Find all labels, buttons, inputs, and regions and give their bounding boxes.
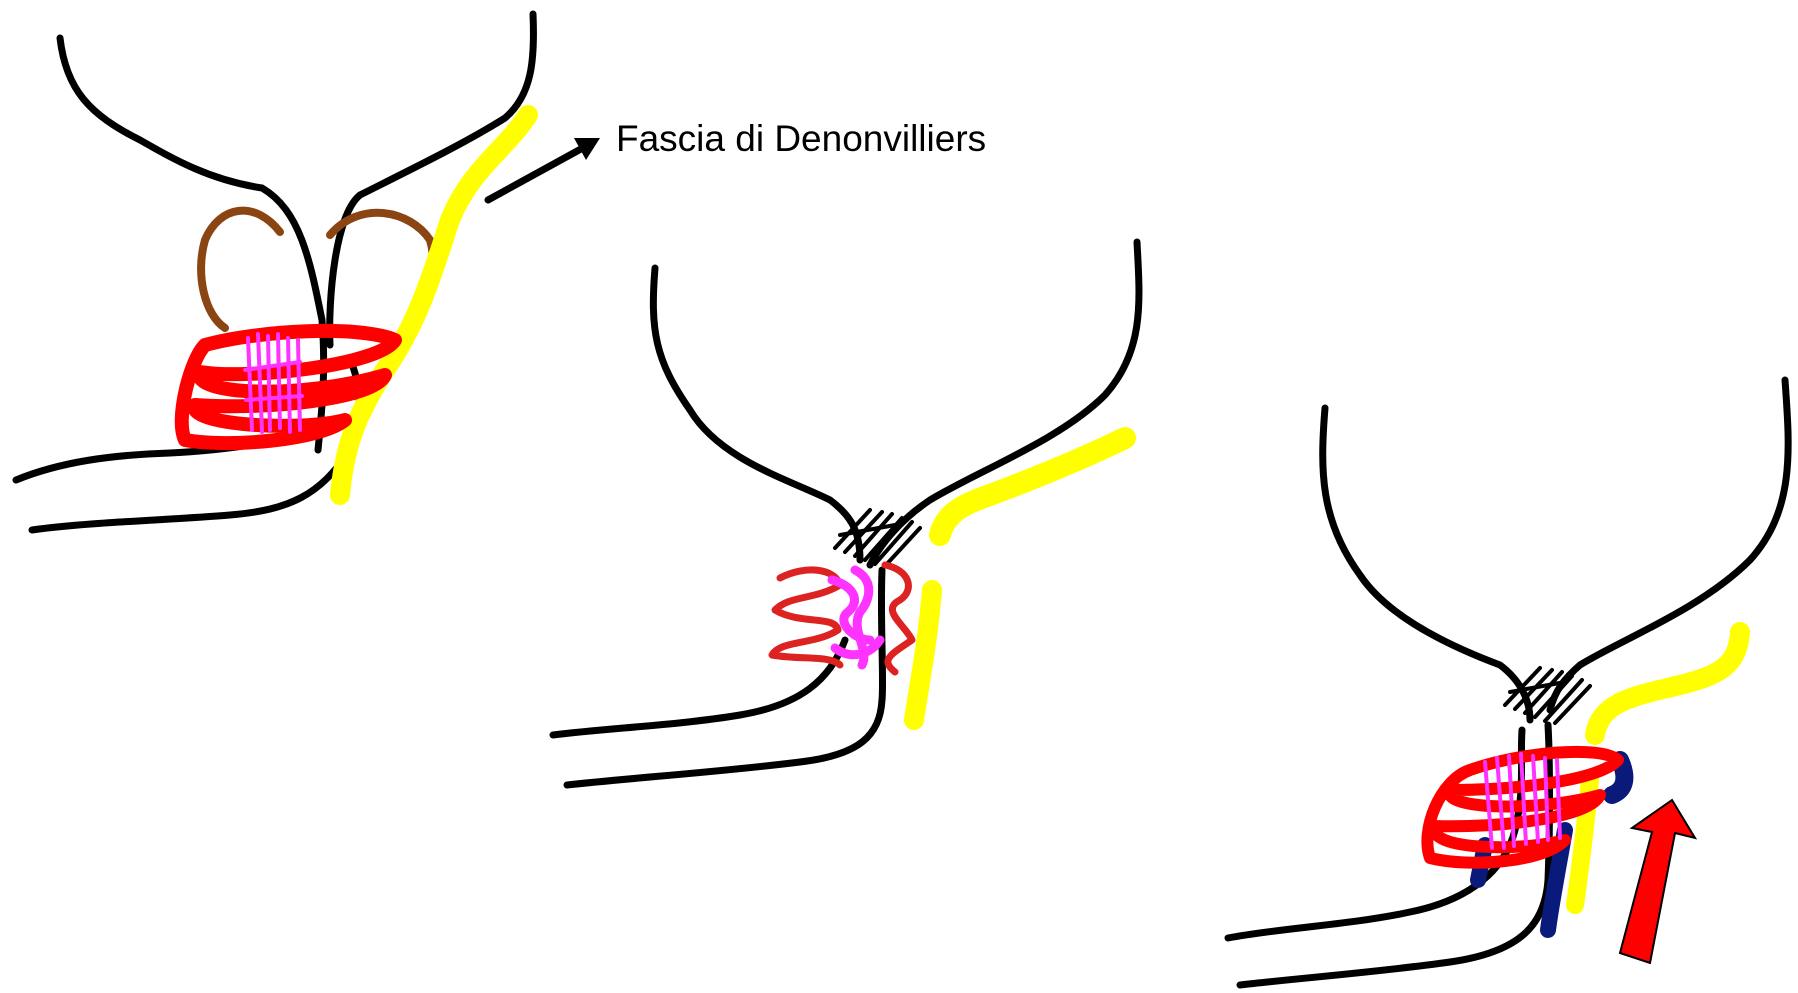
panel-2-sutures	[832, 570, 880, 665]
annotation-label: Fascia di Denonvilliers	[616, 118, 986, 160]
panel-1-fascia	[340, 115, 528, 495]
panel-3	[1228, 380, 1788, 985]
panel-2	[553, 242, 1139, 785]
panel-1-sutures	[245, 334, 302, 432]
panel-2-bladder-outline-right	[870, 242, 1139, 565]
panel-2-bladder-outline	[653, 268, 860, 560]
panel-2-urethra-bottom	[567, 570, 883, 785]
panel-3-bladder-outline-right	[1550, 380, 1788, 710]
panel-1-seminal-vesicle-left	[201, 211, 280, 328]
panel-2-fascia-lower	[914, 590, 932, 720]
panel-3-bladder-outline	[1323, 408, 1530, 720]
panel-3-red-arrow	[1620, 800, 1695, 963]
panel-1	[16, 14, 533, 530]
panel-3-hatching	[1505, 668, 1590, 723]
panel-2-fascia	[940, 438, 1125, 535]
